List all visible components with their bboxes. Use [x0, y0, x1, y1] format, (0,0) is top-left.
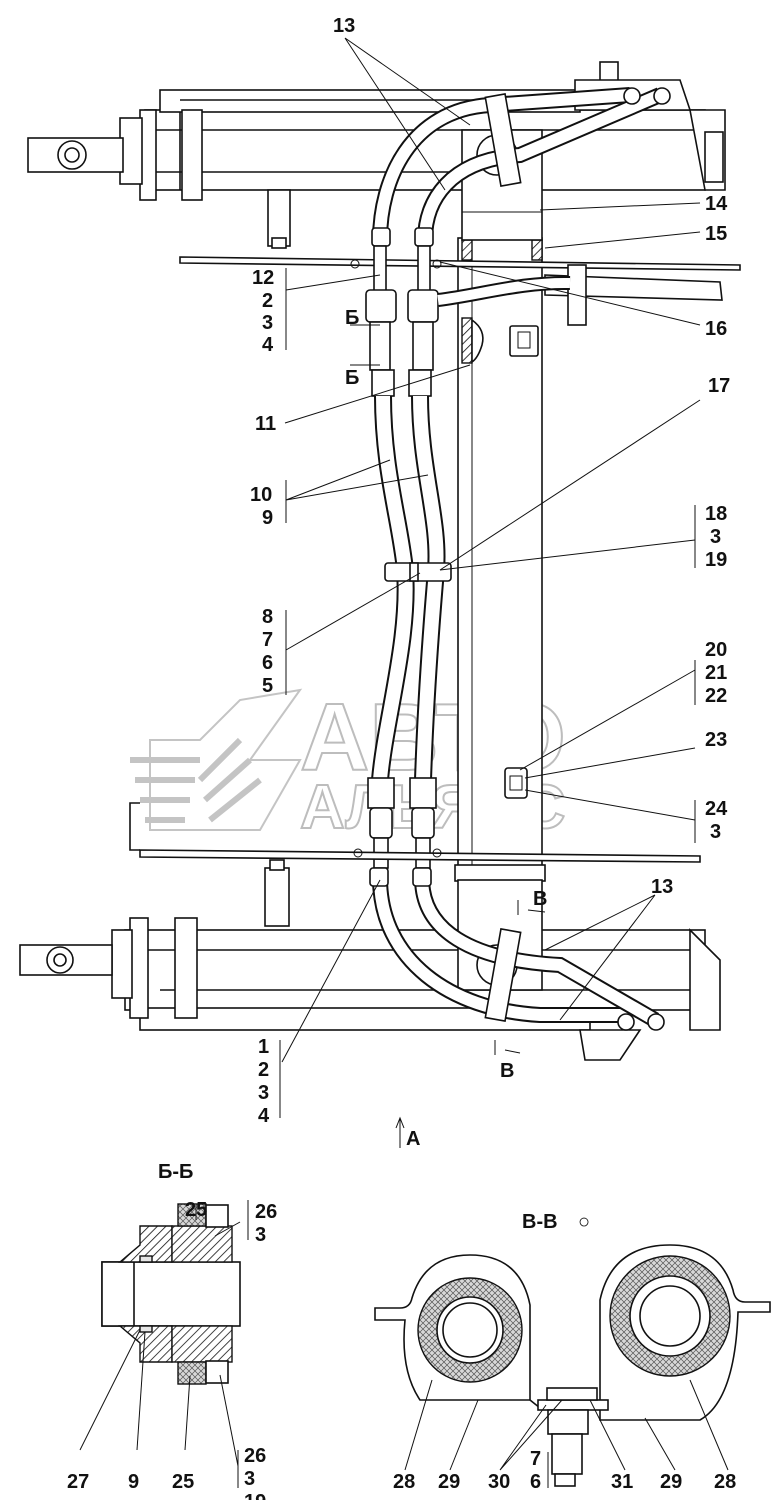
label-13-top: 13	[333, 15, 355, 37]
section-v-mark-bottom: В	[500, 1060, 514, 1082]
label-10: 10	[250, 484, 272, 506]
bb-label-26-bottom: 26	[244, 1445, 266, 1467]
bb-label-9: 9	[128, 1471, 139, 1493]
label-5: 5	[262, 675, 273, 697]
bb-label-25-bottom: 25	[172, 1471, 194, 1493]
rotation-mark-icon: ○	[578, 1211, 590, 1233]
leader-lines	[279, 37, 701, 1148]
vv-label-31: 31	[611, 1471, 633, 1493]
bottom-hydraulic-cylinder	[19, 859, 721, 1061]
bottom-frame-plate	[129, 767, 701, 863]
top-frame-plate	[179, 256, 741, 326]
label-2b: 2	[258, 1059, 269, 1081]
vv-label-6: 6	[530, 1471, 541, 1493]
label-13-bottom: 13	[651, 876, 673, 898]
label-20: 20	[705, 639, 727, 661]
bb-label-3-bottom: 3	[244, 1468, 255, 1490]
label-16: 16	[705, 318, 727, 340]
label-23: 23	[705, 729, 727, 751]
central-beam	[454, 237, 546, 882]
label-4b: 4	[258, 1105, 270, 1127]
label-1: 1	[258, 1036, 269, 1058]
top-hoses	[371, 87, 671, 247]
label-9: 9	[262, 507, 273, 529]
section-vv-title: В-В	[522, 1211, 558, 1233]
label-3c: 3	[710, 821, 721, 843]
label-2a: 2	[262, 290, 273, 312]
vv-label-7: 7	[530, 1448, 541, 1470]
label-15: 15	[705, 223, 727, 245]
label-8: 8	[262, 606, 273, 628]
section-b-mark-top: Б	[345, 307, 359, 329]
main-labels: 13 14 15 16 12 2 3 4 Б Б 11 17 10 9 18 3…	[250, 15, 730, 1150]
bb-label-19: 19	[244, 1491, 266, 1500]
vv-label-28-right: 28	[714, 1471, 736, 1493]
label-12: 12	[252, 267, 274, 289]
vv-label-29-left: 29	[438, 1471, 460, 1493]
bb-label-25-top: 25	[185, 1199, 207, 1221]
label-6: 6	[262, 652, 273, 674]
section-bb-title: Б-Б	[158, 1161, 193, 1183]
vv-label-30: 30	[488, 1471, 510, 1493]
label-21: 21	[705, 662, 727, 684]
view-a-mark: А	[406, 1128, 420, 1150]
label-4a: 4	[262, 334, 274, 356]
bb-label-3-top: 3	[255, 1224, 266, 1246]
label-17: 17	[708, 375, 730, 397]
section-b-mark-bottom: Б	[345, 367, 359, 389]
label-18: 18	[705, 503, 727, 525]
label-3a: 3	[262, 312, 273, 334]
bb-label-26-top: 26	[255, 1201, 277, 1223]
label-3d: 3	[258, 1082, 269, 1104]
label-7: 7	[262, 629, 273, 651]
label-3b: 3	[710, 526, 721, 548]
label-19: 19	[705, 549, 727, 571]
watermark-logo-icon	[130, 688, 303, 831]
label-14: 14	[705, 193, 728, 215]
bb-label-27: 27	[67, 1471, 89, 1493]
vv-label-29-right: 29	[660, 1471, 682, 1493]
label-24: 24	[705, 798, 728, 820]
vv-label-28-left: 28	[393, 1471, 415, 1493]
label-22: 22	[705, 685, 727, 707]
section-bb: Б-Б 25 26 3 26 3 19 27 9 25	[67, 1161, 277, 1500]
section-vv: В-В ○ 28 29 30 31 29 28 7 6	[374, 1211, 771, 1493]
bottom-hoses	[369, 867, 665, 1031]
label-11: 11	[255, 413, 276, 435]
section-v-mark-top: В	[533, 888, 547, 910]
